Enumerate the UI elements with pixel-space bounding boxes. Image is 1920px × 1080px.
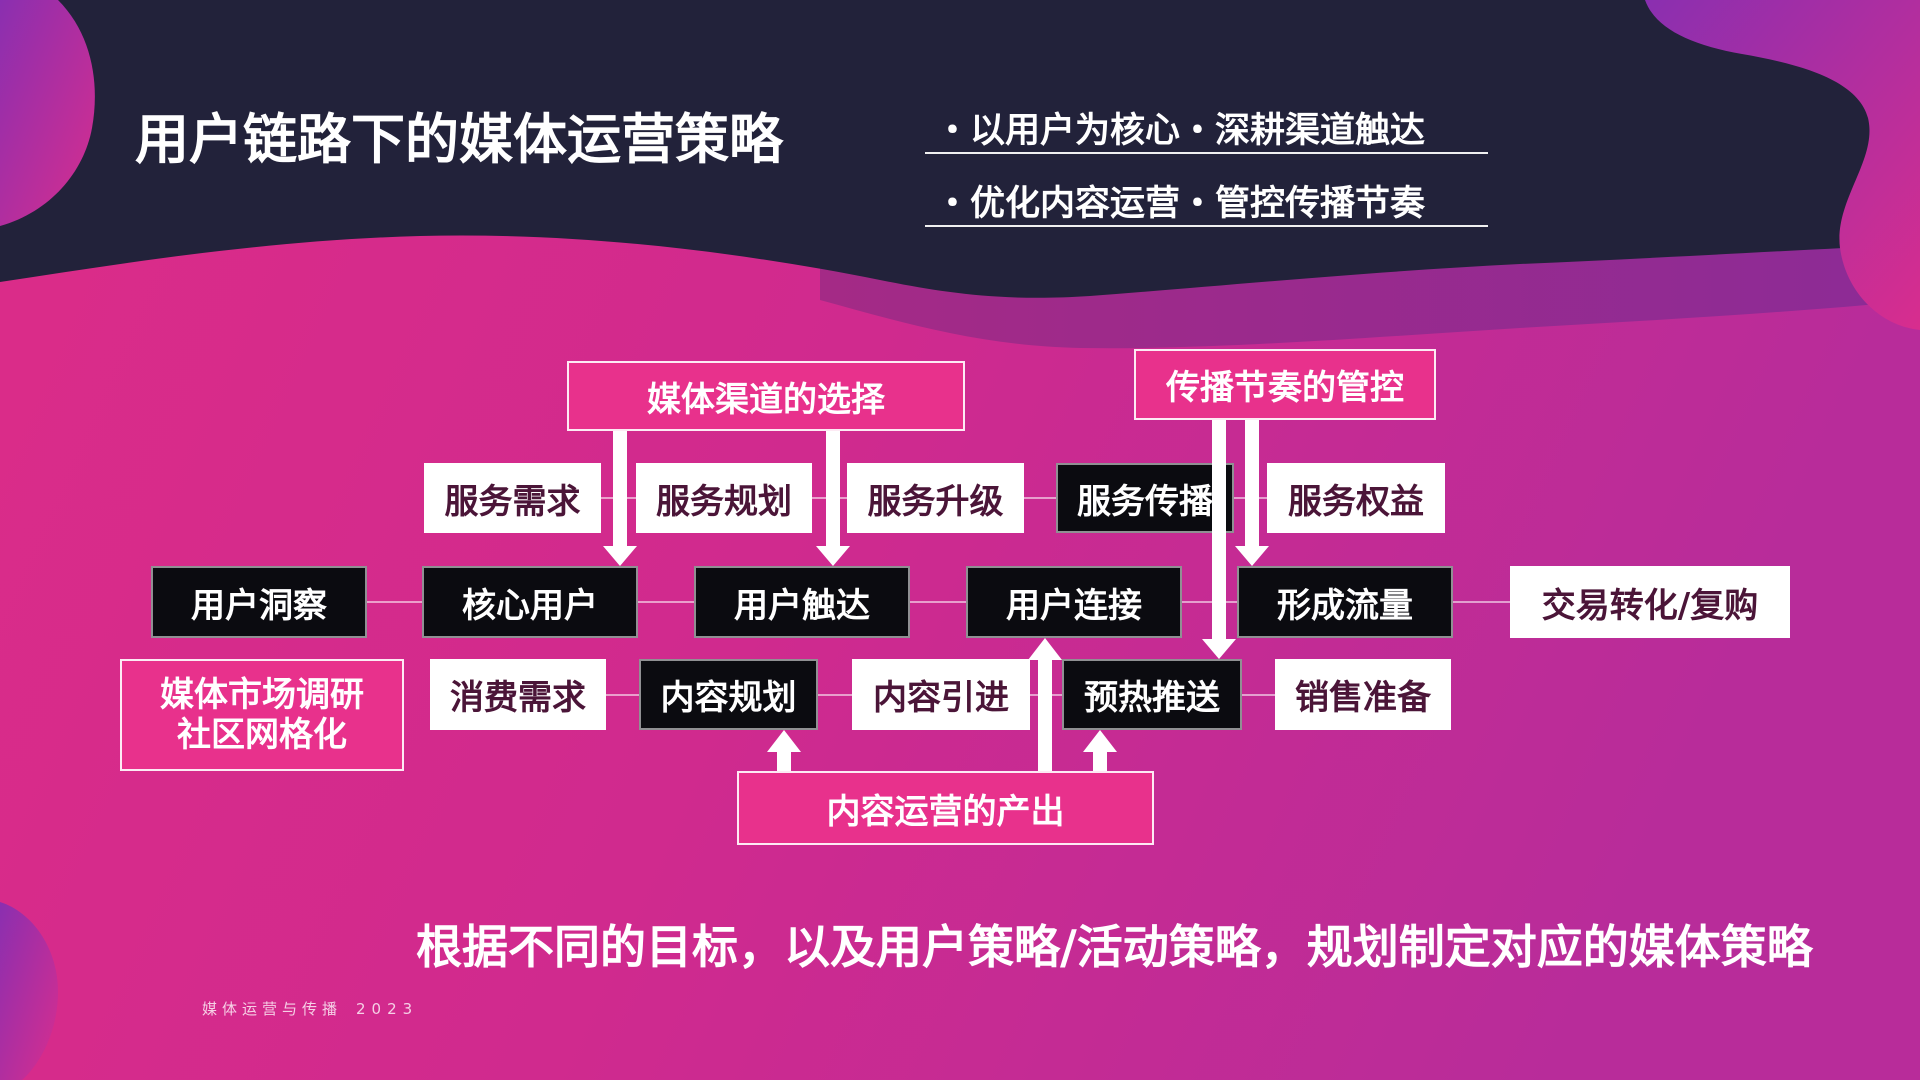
user-connect-box: 用户连接: [966, 566, 1182, 638]
content-planning-box: 内容规划: [639, 659, 818, 730]
service-rights-box: 服务权益: [1267, 463, 1445, 533]
traffic-box: 形成流量: [1237, 566, 1453, 638]
service-upgrade-box: 服务升级: [847, 463, 1024, 533]
service-planning-box: 服务规划: [636, 463, 812, 533]
slide-title: 用户链路下的媒体运营策略: [135, 108, 783, 171]
service-demand-box: 服务需求: [424, 463, 601, 533]
research-line: 社区网格化: [177, 715, 347, 755]
summary-text: 根据不同的目标，以及用户策略/活动策略，规划制定对应的媒体策略: [416, 920, 1813, 974]
user-reach-box: 用户触达: [694, 566, 910, 638]
footer-year: 2023: [356, 1000, 419, 1018]
channel-selection-box: 媒体渠道的选择: [567, 361, 965, 431]
core-user-box: 核心用户: [422, 566, 638, 638]
footer-label: 媒体运营与传播: [202, 1000, 343, 1018]
consumer-demand-box: 消费需求: [430, 659, 606, 730]
preheat-push-box: 预热推送: [1062, 659, 1242, 730]
service-spread-box: 服务传播: [1056, 463, 1234, 533]
user-insight-box: 用户洞察: [151, 566, 367, 638]
content-output-box: 内容运营的产出: [737, 771, 1154, 845]
sales-prep-box: 销售准备: [1275, 659, 1451, 730]
bullet-point: ・优化内容运营・管控传播节奏: [925, 181, 1488, 227]
bullet-point: ・以用户为核心・深耕渠道触达: [925, 108, 1488, 154]
research-box: 媒体市场调研 社区网格化: [120, 659, 404, 771]
blob-bottom-left: [0, 902, 58, 1080]
conversion-box: 交易转化/复购: [1510, 566, 1790, 638]
content-intro-box: 内容引进: [852, 659, 1030, 730]
blob-top-left: [0, 0, 95, 226]
dark-header-wave: [0, 0, 1920, 298]
blob-top-right: [1645, 0, 1920, 330]
research-line: 媒体市场调研: [160, 675, 364, 715]
footer: 媒体运营与传播 2023: [202, 999, 418, 1019]
rhythm-control-box: 传播节奏的管控: [1134, 349, 1436, 420]
